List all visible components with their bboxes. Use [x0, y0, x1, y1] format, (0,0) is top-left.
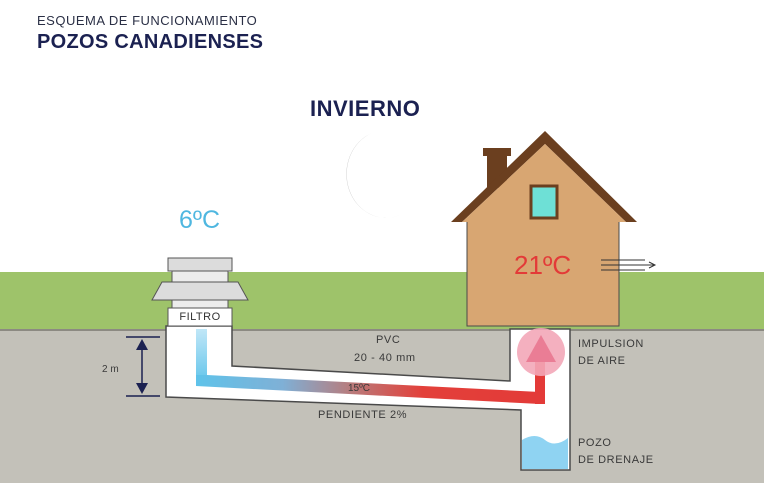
pipe-sloped	[196, 375, 540, 404]
depth-indicator	[126, 336, 160, 397]
pipe-material-label: PVC	[376, 334, 401, 346]
ground	[0, 330, 764, 483]
slope-label: PENDIENTE 2%	[318, 409, 408, 421]
inlet-cap	[151, 281, 249, 301]
outside-temperature: 6ºC	[179, 206, 221, 234]
filter-top	[171, 299, 229, 309]
season-label: INVIERNO	[310, 96, 421, 121]
chimney-cap	[483, 148, 511, 156]
pipe-inlet-vertical	[196, 329, 207, 379]
pump-icon	[526, 335, 556, 362]
inlet-cap-top	[167, 257, 233, 272]
diagram-title: POZOS CANADIENSES	[37, 31, 264, 53]
inside-temperature: 21ºC	[514, 250, 572, 280]
drain-well-label-2: DE DRENAJE	[578, 454, 654, 466]
inlet-grill	[171, 270, 229, 283]
depth-label: 2 m	[102, 364, 119, 375]
ground-line	[0, 329, 764, 331]
drain-well-label-1: POZO	[578, 437, 612, 449]
grass	[0, 272, 764, 332]
drain-water	[522, 436, 568, 469]
diagram-subtitle: ESQUEMA DE FUNCIONAMIENTO	[37, 13, 258, 28]
pipe-diameter-label: 20 - 40 mm	[354, 352, 416, 364]
air-out-arrow-icon	[601, 259, 657, 271]
roof	[451, 131, 637, 222]
air-impulse-label-1: IMPULSION	[578, 338, 644, 350]
moon-icon	[346, 133, 400, 218]
pipe-mid-temp-label: 15ºC	[348, 383, 370, 394]
pipe-trench	[165, 325, 571, 471]
house-window	[529, 184, 559, 220]
pipe-riser	[535, 360, 545, 404]
gable	[462, 144, 626, 222]
filter-label: FILTRO	[179, 311, 221, 323]
air-impulse-label-2: DE AIRE	[578, 355, 626, 367]
